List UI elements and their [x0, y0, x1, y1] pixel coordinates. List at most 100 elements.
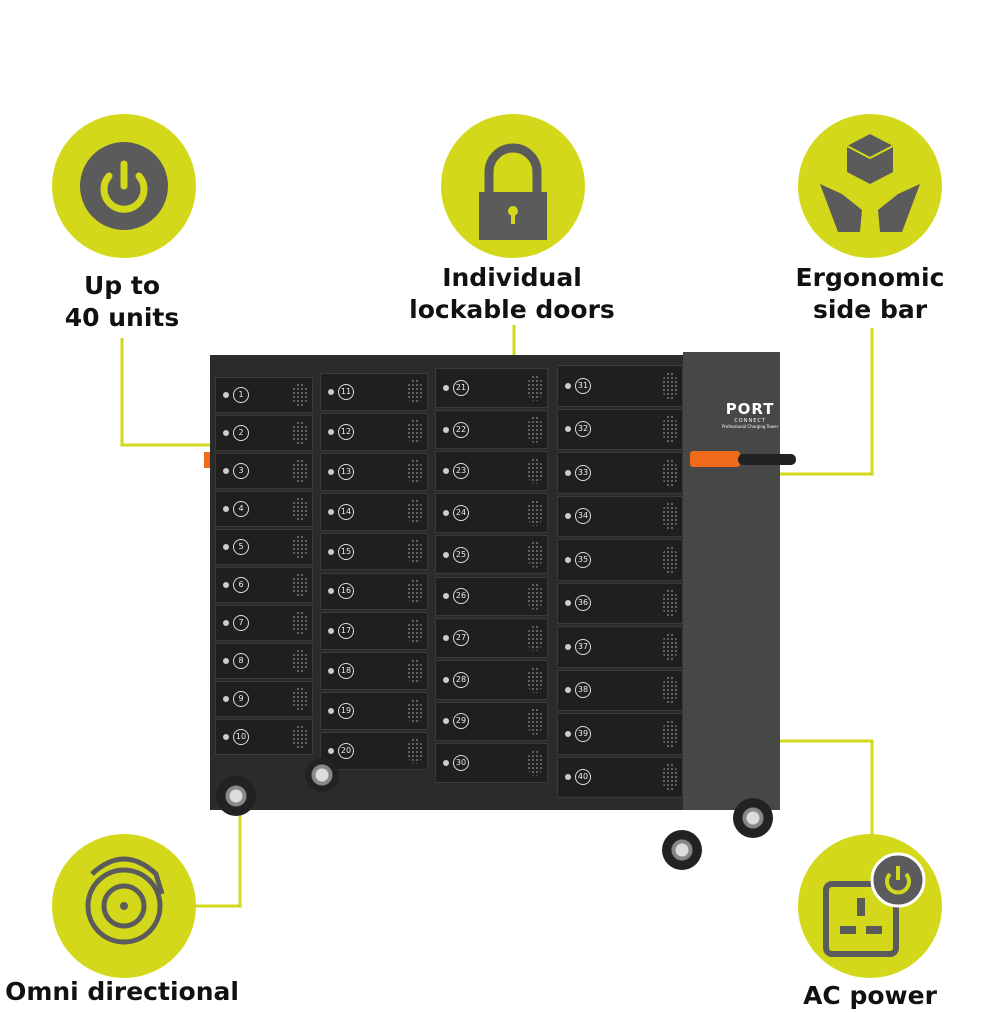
vent-icon	[292, 459, 308, 483]
locker-door[interactable]: 28	[435, 659, 548, 700]
door-number: 25	[453, 546, 469, 563]
vent-icon	[407, 578, 423, 604]
label-line: 40 units	[64, 303, 180, 332]
keyhole-icon	[328, 628, 334, 635]
door-number: 31	[575, 377, 591, 394]
locker-door[interactable]: 31	[557, 365, 683, 407]
locker-door[interactable]: 21	[435, 368, 548, 408]
side-bar-grip	[690, 451, 740, 467]
keyhole-icon	[223, 468, 229, 474]
door-number: 5	[233, 539, 249, 555]
door-number: 11	[338, 383, 354, 400]
vent-icon	[292, 383, 308, 407]
vent-icon	[527, 749, 543, 777]
door-number: 18	[338, 663, 354, 680]
locker-door[interactable]: 13	[320, 452, 428, 491]
locker-door[interactable]: 10	[215, 719, 313, 755]
keyhole-icon	[328, 428, 334, 435]
vent-icon	[662, 719, 678, 748]
keyhole-icon	[565, 600, 571, 607]
label-line: Individual	[442, 263, 582, 292]
locker-door[interactable]: 33	[557, 452, 683, 494]
keyhole-icon	[443, 384, 449, 391]
locker-door[interactable]: 37	[557, 626, 683, 668]
hands-box-icon	[820, 134, 920, 232]
vent-icon	[407, 379, 423, 405]
keyhole-icon	[223, 696, 229, 702]
locker-door[interactable]: 22	[435, 409, 548, 450]
caster-wheel	[305, 758, 339, 792]
keyhole-icon	[328, 668, 334, 675]
door-number: 39	[575, 725, 591, 742]
locker-door[interactable]: 24	[435, 493, 548, 533]
vent-icon	[527, 458, 543, 485]
keyhole-icon	[443, 635, 449, 642]
side-bar	[738, 454, 796, 465]
locker-door[interactable]: 14	[320, 492, 428, 531]
keyhole-icon	[223, 544, 229, 550]
locker-door[interactable]: 17	[320, 612, 428, 651]
locker-door[interactable]: 12	[320, 412, 428, 451]
label-line: AC power	[803, 981, 937, 1010]
label-line: Ergonomic	[795, 263, 945, 292]
keyhole-icon	[443, 760, 449, 767]
locker-door[interactable]: 38	[557, 669, 683, 711]
padlock-icon	[479, 143, 547, 240]
label-line: side bar	[812, 295, 928, 324]
door-number: 9	[233, 691, 249, 707]
vent-icon	[407, 419, 423, 445]
vent-icon	[527, 666, 543, 693]
keyhole-icon	[565, 774, 571, 781]
vent-icon	[527, 374, 543, 402]
locker-door[interactable]: 15	[320, 532, 428, 571]
locker-door[interactable]: 4	[215, 491, 313, 527]
locker-door[interactable]: 2	[215, 415, 313, 451]
locker-door[interactable]: 16	[320, 572, 428, 611]
locker-door[interactable]: 3	[215, 453, 313, 489]
locker-door[interactable]: 7	[215, 605, 313, 641]
vent-icon	[407, 658, 423, 684]
keyhole-icon	[565, 513, 571, 520]
keyhole-icon	[328, 748, 334, 755]
vent-icon	[407, 618, 423, 644]
locker-door[interactable]: 20	[320, 732, 428, 770]
locker-door[interactable]: 26	[435, 576, 548, 617]
locker-door[interactable]: 27	[435, 618, 548, 658]
locker-door[interactable]: 8	[215, 643, 313, 679]
locker-door[interactable]: 18	[320, 652, 428, 691]
door-number: 21	[453, 379, 469, 396]
locker-door[interactable]: 5	[215, 529, 313, 565]
door-number: 16	[338, 583, 354, 600]
locker-door[interactable]: 32	[557, 408, 683, 450]
locker-door[interactable]: 39	[557, 713, 683, 755]
vent-icon	[407, 698, 423, 724]
locker-door[interactable]: 6	[215, 567, 313, 603]
locker-door[interactable]: 40	[557, 756, 683, 798]
keyhole-icon	[565, 687, 571, 694]
feature-label-sidebar: Ergonomic side bar	[740, 262, 995, 326]
vent-icon	[292, 535, 308, 559]
door-number: 15	[338, 543, 354, 560]
locker-door[interactable]: 23	[435, 451, 548, 492]
locker-door[interactable]: 11	[320, 373, 428, 411]
vent-icon	[292, 497, 308, 521]
locker-door[interactable]: 35	[557, 539, 683, 581]
locker-door[interactable]: 34	[557, 495, 683, 537]
locker-door[interactable]: 19	[320, 692, 428, 731]
keyhole-icon	[565, 643, 571, 650]
door-number: 3	[233, 463, 249, 479]
locker-door[interactable]: 36	[557, 582, 683, 624]
locker-door[interactable]: 1	[215, 377, 313, 413]
keyhole-icon	[443, 718, 449, 725]
locker-door[interactable]: 29	[435, 701, 548, 742]
locker-door[interactable]: 30	[435, 743, 548, 783]
feature-icon-lock	[441, 114, 585, 258]
vent-icon	[662, 589, 678, 618]
door-number: 38	[575, 682, 591, 699]
locker-door[interactable]: 9	[215, 681, 313, 717]
vent-icon	[527, 541, 543, 568]
feature-icon-sidebar	[798, 114, 942, 258]
feature-label-ac: AC power	[740, 980, 995, 1012]
locker-door[interactable]: 25	[435, 534, 548, 575]
